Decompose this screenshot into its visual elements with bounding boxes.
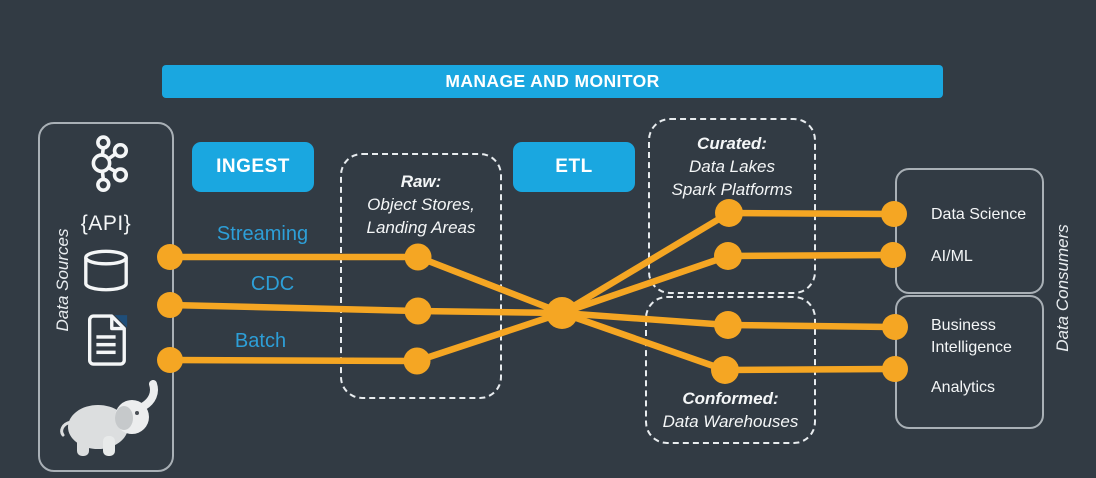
- database-icon: [40, 248, 172, 294]
- manage-monitor-banner: MANAGE AND MONITOR: [162, 65, 943, 98]
- api-label: {API}: [80, 212, 132, 235]
- kafka-icon: [40, 132, 172, 198]
- raw-zone: Raw: Object Stores, Landing Areas: [340, 153, 502, 399]
- consumer-item-data-science: Data Science: [931, 206, 1027, 223]
- conformed-zone: Conformed: Data Warehouses: [645, 296, 816, 444]
- raw-zone-line2: Landing Areas: [366, 218, 476, 237]
- document-icon: [40, 314, 172, 368]
- flow-label-streaming: Streaming: [216, 223, 309, 245]
- consumers-group-bottom: Business Intelligence Analytics: [895, 295, 1044, 429]
- consumer-item-business-intelligence: Business Intelligence: [931, 317, 1012, 356]
- flow-label-batch: Batch: [234, 330, 287, 352]
- etl-button: ETL: [513, 142, 635, 192]
- raw-zone-title: Raw:: [400, 172, 442, 191]
- consumer-item-analytics: Analytics: [931, 379, 996, 396]
- curated-zone-line2: Spark Platforms: [671, 180, 793, 199]
- data-consumers-label: Data Consumers: [1053, 224, 1072, 352]
- consumer-item-ai-ml: AI/ML: [931, 248, 973, 265]
- consumers-group-top: Data Science AI/ML: [895, 168, 1044, 294]
- ingest-button: INGEST: [192, 142, 314, 192]
- curated-zone-line1: Data Lakes: [689, 157, 775, 176]
- curated-zone: Curated: Data Lakes Spark Platforms: [648, 118, 816, 294]
- conformed-zone-title: Conformed:: [682, 389, 779, 408]
- curated-zone-title: Curated:: [697, 134, 767, 153]
- data-sources-label: Data Sources: [53, 228, 72, 332]
- flow-node: [546, 297, 578, 329]
- data-sources-panel: {API}: [38, 122, 174, 472]
- conformed-zone-line1: Data Warehouses: [662, 412, 799, 431]
- hadoop-elephant-icon: [40, 380, 172, 460]
- raw-zone-line1: Object Stores,: [367, 195, 475, 214]
- flow-label-cdc: CDC: [250, 273, 295, 295]
